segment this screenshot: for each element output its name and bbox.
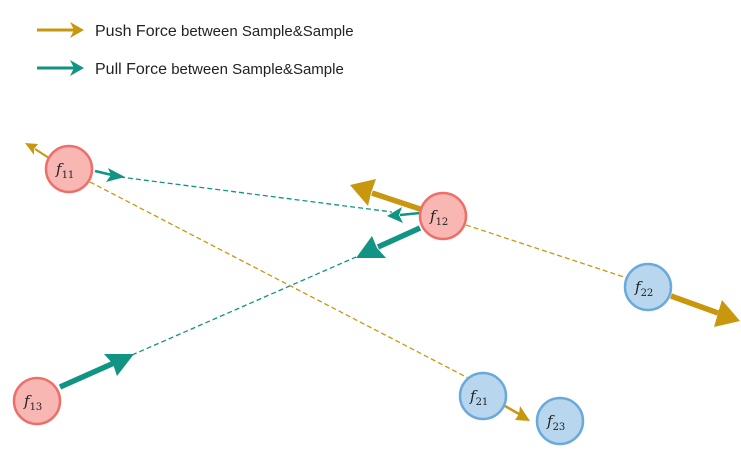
pull-link-f13-f12	[131, 256, 357, 356]
pull-arrow-f12-small	[387, 207, 421, 223]
node-f23: f23	[535, 396, 585, 446]
node-f12-base: f	[429, 207, 438, 225]
node-f13-label: f13	[23, 392, 42, 413]
node-f11-sub: 11	[62, 170, 75, 181]
legend-pull-arrow-icon	[37, 60, 84, 76]
pull-arrow-f13	[58, 354, 134, 390]
node-f23-label: f23	[546, 412, 565, 433]
node-f21: f21	[458, 371, 508, 421]
push-arrow-f21	[504, 404, 530, 421]
node-f21-sub: 21	[476, 397, 489, 408]
node-f22-sub: 22	[641, 288, 654, 299]
push-link-f12-f22	[465, 224, 628, 279]
legend-push-label: Push Force between Sample&Sample	[95, 23, 354, 40]
node-f22-base: f	[634, 278, 643, 296]
node-f13-base: f	[23, 392, 32, 410]
node-f12-label: f12	[429, 207, 448, 228]
node-f13: f13	[12, 376, 62, 426]
legend-pull-label: Pull Force between Sample&Sample	[95, 61, 344, 78]
pull-arrow-f12-large	[356, 225, 422, 258]
pull-arrow-f11	[94, 168, 125, 182]
legend-push-main: Push Force	[95, 23, 177, 40]
node-f12: f12	[418, 191, 468, 241]
node-f23-base: f	[546, 412, 555, 430]
legend-push-arrow-icon	[37, 22, 84, 38]
node-f13-sub: 13	[30, 402, 43, 413]
forces	[25, 143, 740, 421]
push-arrow-f11	[25, 143, 50, 159]
push-arrow-f12	[350, 179, 421, 212]
node-f23-sub: 23	[553, 422, 566, 433]
push-arrow-f22	[670, 293, 740, 327]
node-f21-base: f	[469, 387, 478, 405]
legend: Push Force between Sample&Sample Pull Fo…	[37, 22, 354, 78]
connections	[89, 176, 628, 381]
node-f11: f11	[44, 144, 94, 194]
legend-push-rest: between Sample&Sample	[177, 23, 354, 40]
nodes: f11 f12 f13 f21 f22 f23	[12, 144, 673, 446]
node-f22-label: f22	[634, 278, 653, 299]
push-link-f11-f21	[89, 181, 473, 381]
node-f11-base: f	[55, 160, 64, 178]
pull-link-f11-f12	[119, 176, 393, 213]
legend-pull-main: Pull Force	[95, 61, 167, 78]
node-f21-label: f21	[469, 387, 488, 408]
node-f11-label: f11	[55, 160, 74, 181]
node-f12-sub: 12	[436, 217, 449, 228]
node-f22: f22	[623, 262, 673, 312]
legend-pull-rest: between Sample&Sample	[167, 61, 344, 78]
